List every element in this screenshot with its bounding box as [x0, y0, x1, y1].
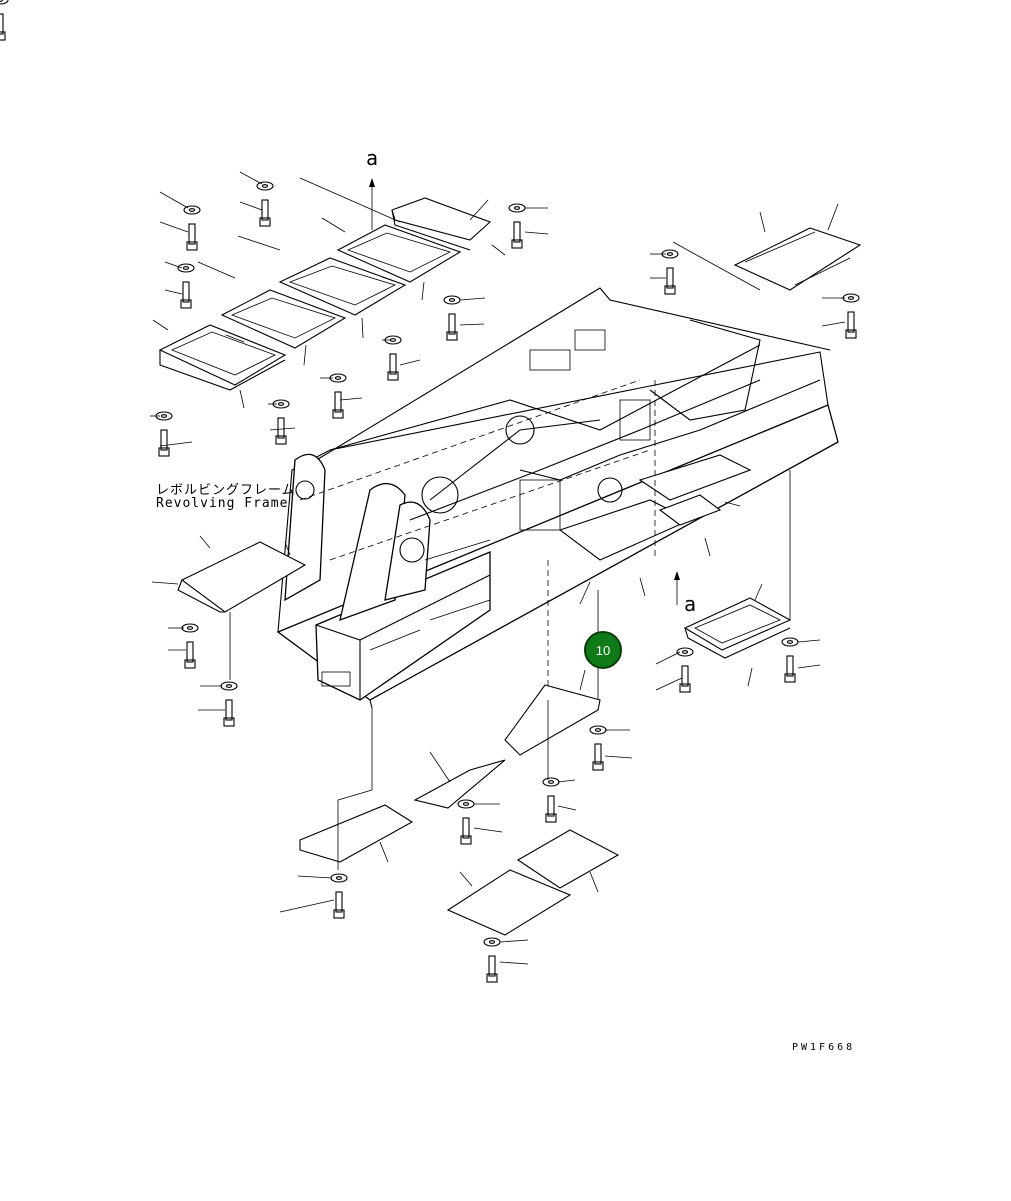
frame-label-japanese: レボルビングフレーム	[156, 483, 296, 498]
bolts-and-washers	[0, 0, 860, 983]
view-marker-bottom: a	[684, 592, 697, 616]
part-callout-10[interactable]: 10	[584, 631, 622, 669]
cover-plate-upper-right	[733, 227, 862, 291]
cover-plates-upper-left	[158, 178, 492, 391]
view-marker-top: a	[366, 146, 379, 170]
frame-label-english: Revolving Frame	[156, 496, 289, 511]
cover-plates-lower	[229, 470, 791, 936]
hidden-lines	[299, 379, 656, 700]
cover-plate-lower-right	[683, 597, 792, 659]
cover-plate-left	[177, 541, 307, 613]
drawing-number: PW1F668	[792, 1042, 856, 1053]
leader-lines	[150, 171, 846, 965]
